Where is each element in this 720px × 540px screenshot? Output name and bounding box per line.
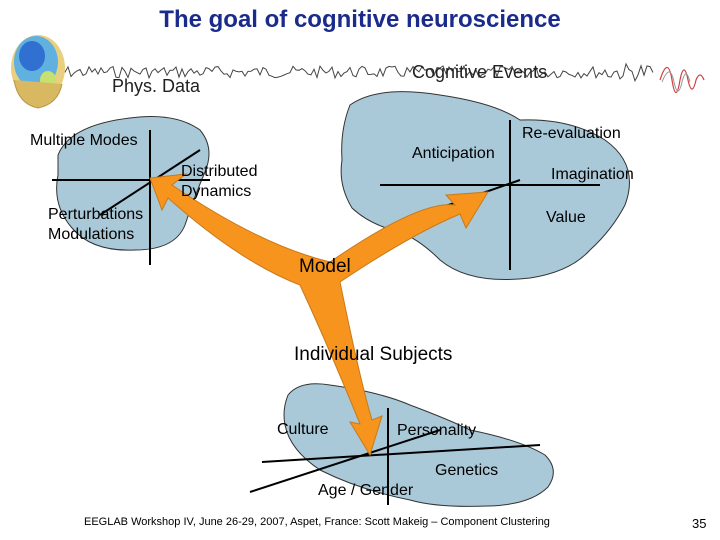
left-axes (52, 130, 210, 265)
age-gender-label: Age / Gender (318, 482, 414, 499)
slide-title: The goal of cognitive neuroscience (159, 6, 561, 33)
perturbations-label: Perturbations (48, 206, 144, 223)
genetics-label: Genetics (435, 462, 499, 479)
model-arrow-shape (149, 173, 489, 457)
culture-label: Culture (277, 421, 329, 438)
individual-subjects-blob (283, 383, 554, 507)
personality-label: Personality (397, 422, 477, 439)
slide-number: 35 (692, 516, 707, 531)
erp-waveform-icon (659, 66, 705, 94)
phys-data-space-blob (56, 116, 210, 251)
multiple-modes-label: Multiple Modes (30, 132, 138, 149)
re-evaluation-label: Re-evaluation (522, 125, 621, 142)
imagination-label: Imagination (551, 166, 634, 183)
modulations-label: Modulations (48, 226, 135, 243)
footer-text: EEGLAB Workshop IV, June 26-29, 2007, As… (84, 516, 550, 528)
phys-data-label: Phys. Data (112, 76, 201, 96)
model-label: Model (299, 256, 351, 277)
bottom-axes (249, 408, 541, 505)
cognitive-events-label: Cognitive Events (412, 62, 548, 82)
anticipation-label: Anticipation (412, 145, 495, 162)
scalp-map-icon (11, 35, 65, 109)
value-label: Value (546, 209, 586, 226)
individual-subjects-label: Individual Subjects (294, 344, 453, 365)
eeg-signal-trace (49, 62, 654, 83)
